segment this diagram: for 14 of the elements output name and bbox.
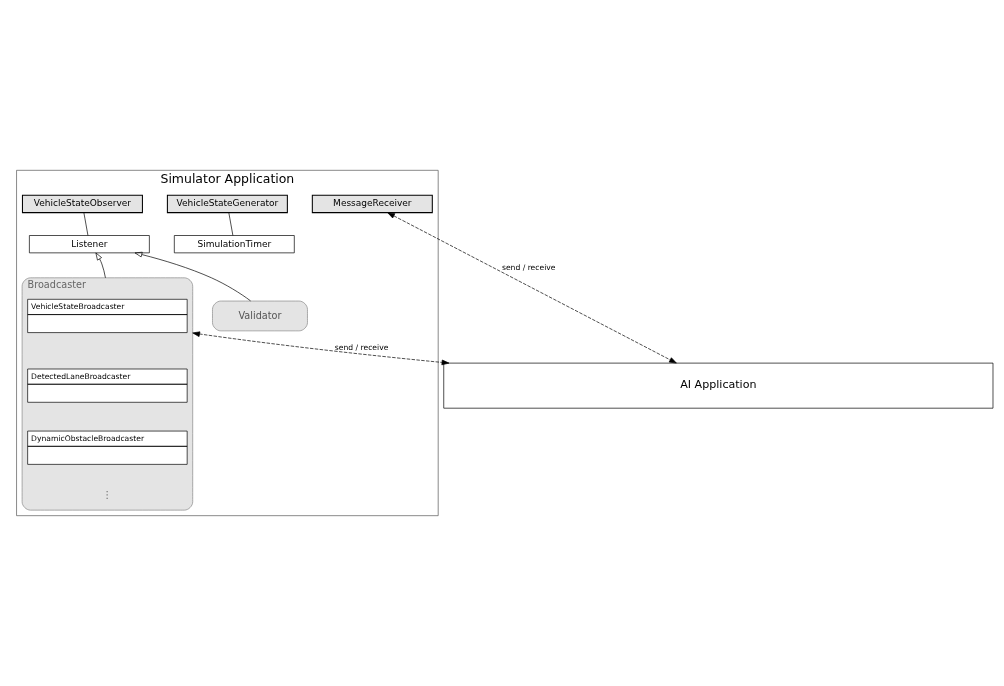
node-box: Listener — [29, 235, 150, 254]
node-box: Validator — [212, 300, 308, 332]
node-box: AI Application — [443, 362, 994, 409]
arrow — [134, 251, 251, 302]
arrow — [192, 331, 450, 366]
label: ⋮ — [102, 489, 113, 501]
connector — [228, 212, 234, 236]
node-box: VehicleStateGenerator — [166, 194, 288, 214]
connector — [83, 212, 89, 236]
node-box: SimulationTimer — [174, 235, 295, 254]
arrow — [95, 252, 106, 279]
node-box: MessageReceiver — [311, 194, 433, 214]
arrow — [387, 212, 677, 364]
node-box: VehicleStateObserver — [21, 194, 143, 214]
